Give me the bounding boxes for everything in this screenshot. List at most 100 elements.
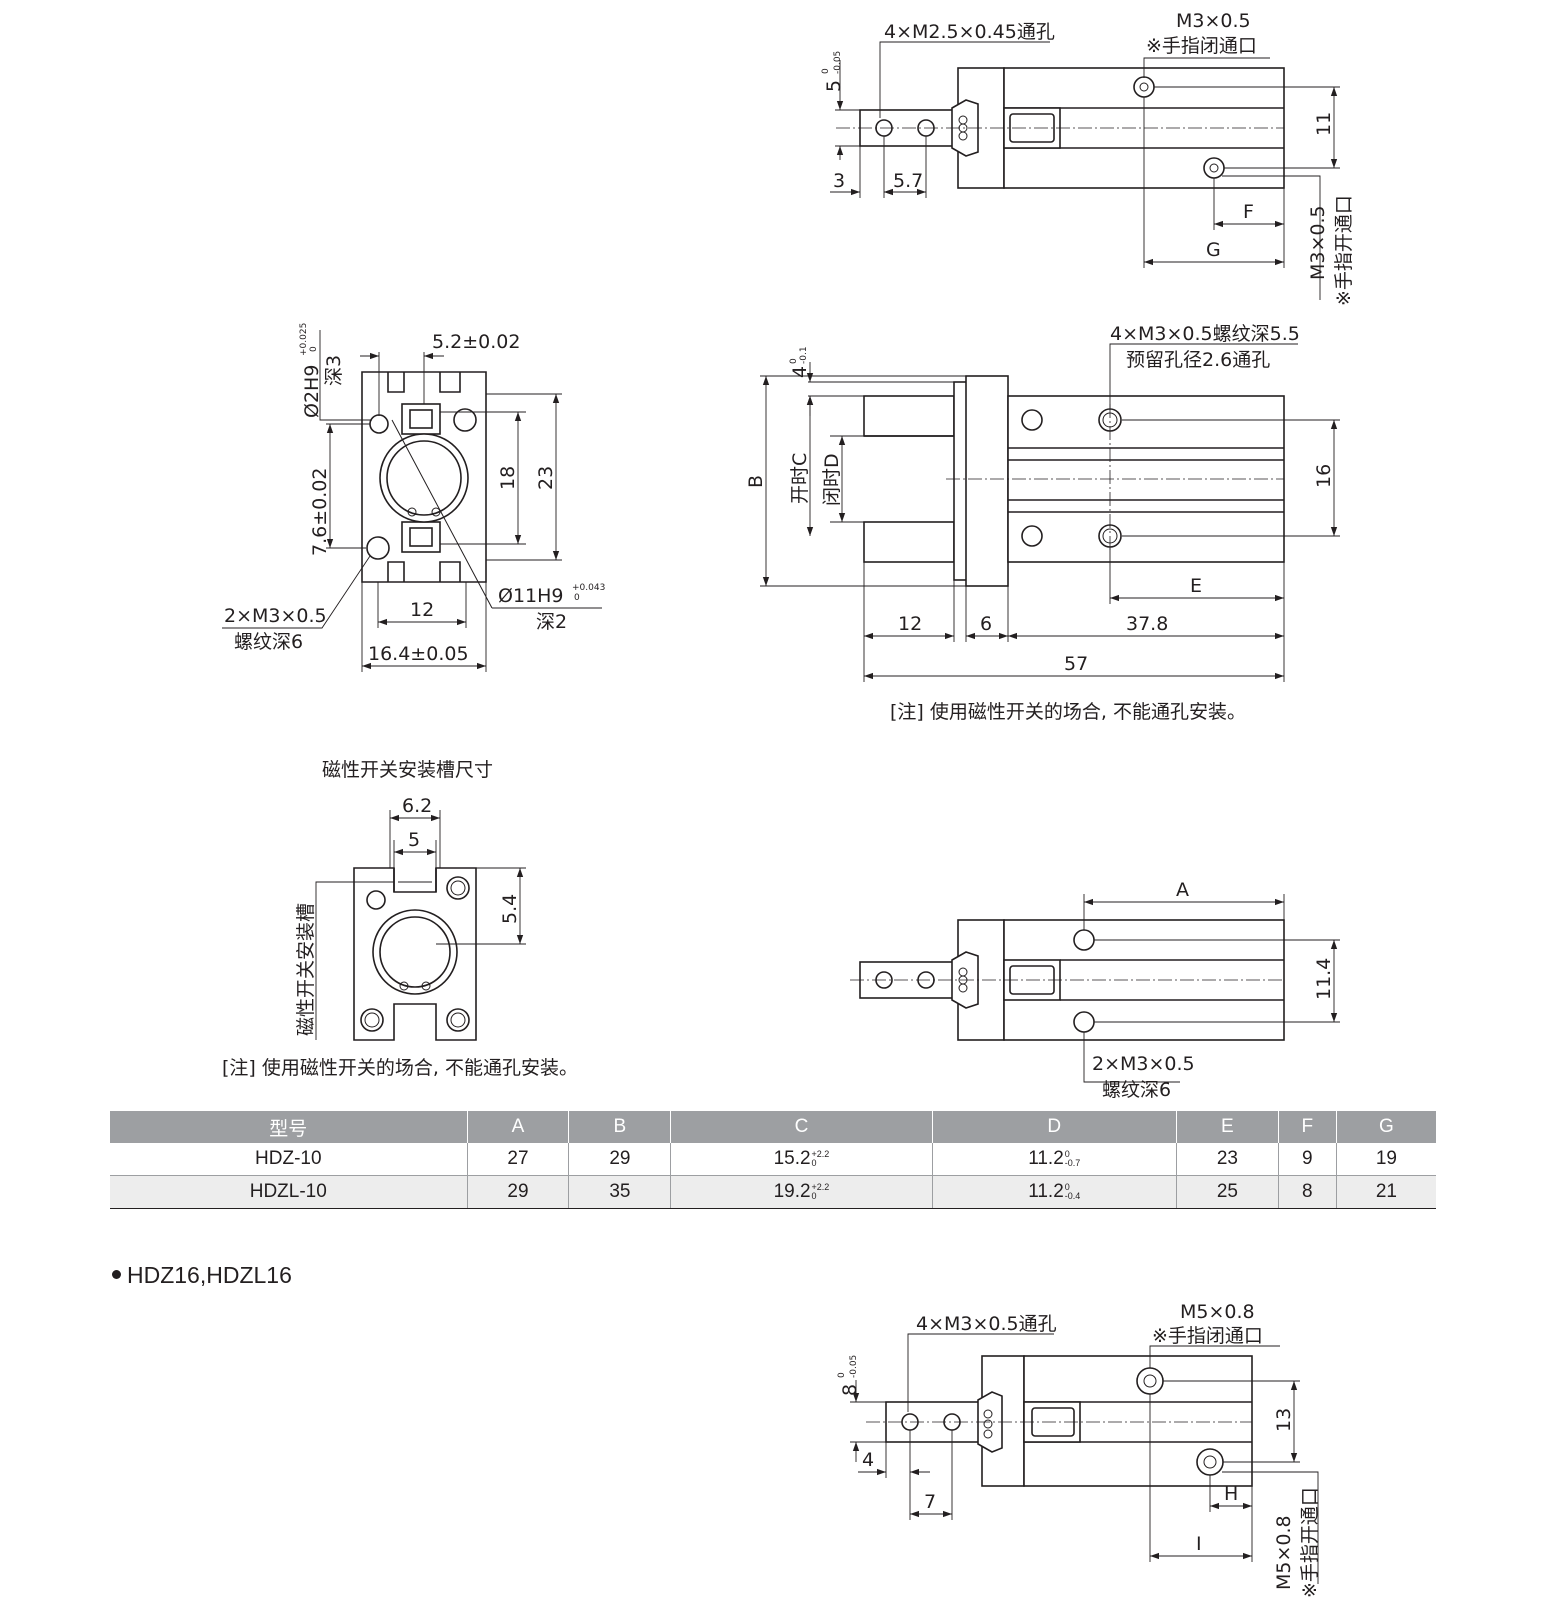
section-title: HDZ16,HDZL16: [112, 1262, 292, 1289]
cell-D-tol-up: 0: [1064, 1181, 1070, 1192]
switch-slot-title: 磁性开关安装槽尺寸: [322, 759, 493, 781]
label-port-close-thread: M3×0.5: [1176, 10, 1251, 32]
label-port-open-note: ※手指开通口: [1299, 1487, 1321, 1598]
dim-57: 57: [1064, 653, 1088, 675]
dim-16-4: 16.4±0.05: [368, 643, 469, 665]
label-close-D: 闭时D: [821, 453, 843, 506]
label-mount-thread: 2×M3×0.5: [1092, 1053, 1195, 1075]
cell-D-tol-low: -0.7: [1064, 1157, 1081, 1168]
tol-8-low: -0.05: [849, 1355, 859, 1378]
cell-G: 21: [1336, 1175, 1436, 1209]
cell-C-tol-low: 0: [811, 1190, 817, 1201]
side-view-note: [注] 使用磁性开关的场合, 不能通孔安装。: [890, 701, 1246, 723]
header-C: C: [670, 1111, 933, 1143]
dim-I: I: [1196, 1533, 1202, 1555]
dim-5-7: 5.7: [893, 170, 923, 192]
cell-model: HDZL-10: [110, 1175, 468, 1209]
cell-D-tol-up: 0: [1064, 1148, 1070, 1159]
tol-4-up: 0: [789, 358, 799, 364]
section-title-text: HDZ16,HDZL16: [127, 1262, 292, 1288]
label-pin-hole: Ø2H9: [301, 365, 323, 418]
cell-F: 8: [1278, 1175, 1337, 1209]
label-bore: Ø11H9: [498, 585, 564, 607]
label-port-close-thread: M5×0.8: [1180, 1301, 1255, 1323]
tol-4-low: -0.1: [799, 346, 809, 364]
dim-A: A: [1176, 879, 1189, 901]
dim-8: 8: [839, 1384, 861, 1396]
cell-C-tol-up: +2.2: [811, 1181, 830, 1192]
header-D: D: [932, 1111, 1177, 1143]
side-view-hdz10: 4×M3×0.5螺纹深5.5 预留孔径2.6通孔 4 0 -0.1 B 开时C …: [745, 323, 1340, 723]
dim-E: E: [1190, 575, 1202, 597]
dim-5: 5: [408, 829, 420, 851]
dim-5-4: 5.4: [499, 894, 521, 924]
label-pilot-hole: 预留孔径2.6通孔: [1126, 349, 1270, 371]
header-A: A: [467, 1111, 570, 1143]
label-mount-depth: 螺纹深6: [1102, 1079, 1171, 1101]
cell-D-value: 11.2: [1028, 1148, 1064, 1169]
dim-7: 7: [924, 1491, 936, 1513]
top-view-hdz10: 4×M2.5×0.45通孔 M3×0.5 ※手指闭通口 5 0 -0.05 3 …: [821, 10, 1355, 306]
tol-bore-up: +0.043: [572, 583, 605, 593]
tol-5-up: 0: [821, 68, 831, 74]
header-F: F: [1278, 1111, 1337, 1143]
header-model: 型号: [110, 1111, 468, 1143]
cell-A: 29: [467, 1175, 570, 1209]
switch-slot-view: 磁性开关安装槽尺寸 6.2 5 5.4 磁性开关安装槽 [注] 使用磁性开关的场…: [222, 759, 578, 1079]
tol-bore-low: 0: [574, 593, 580, 603]
dim-37-8: 37.8: [1126, 613, 1168, 635]
dim-3: 3: [833, 170, 845, 192]
dim-4: 4: [862, 1449, 874, 1471]
cell-D-tol-low: -0.4: [1064, 1190, 1081, 1201]
label-mount-thread: 2×M3×0.5: [224, 605, 327, 627]
cell-C-value: 19.2: [773, 1181, 811, 1202]
label-thru-hole: 4×M3×0.5通孔: [916, 1313, 1057, 1335]
label-thread-holes: 4×M3×0.5螺纹深5.5: [1110, 323, 1300, 345]
bottom-view-hdz10: A 11.4 2×M3×0.5 螺纹深6: [850, 879, 1340, 1101]
end-view-hdz10: 5.2±0.02 Ø2H9 +0.025 0 深3 7.6±0.02 18 23…: [222, 323, 605, 672]
dim-5: 5: [823, 80, 845, 92]
dim-23: 23: [535, 466, 557, 490]
dim-12: 12: [898, 613, 922, 635]
cell-D-value: 11.2: [1028, 1181, 1064, 1202]
dim-5-2: 5.2±0.02: [432, 331, 520, 353]
label-port-open-thread: M3×0.5: [1307, 205, 1329, 280]
label-open-C: 开时C: [789, 453, 811, 504]
tol-pin-up: +0.025: [299, 323, 309, 356]
cell-E: 23: [1176, 1143, 1279, 1176]
label-switch-slot: 磁性开关安装槽: [295, 903, 317, 1036]
cell-E: 25: [1176, 1175, 1279, 1209]
label-mount-depth: 螺纹深6: [234, 631, 303, 653]
dim-6: 6: [980, 613, 992, 635]
dim-16: 16: [1313, 464, 1335, 488]
label-port-close-note: ※手指闭通口: [1152, 1325, 1263, 1347]
dim-B: B: [745, 475, 767, 488]
dim-4: 4: [789, 366, 811, 378]
label-port-close-note: ※手指闭通口: [1146, 35, 1257, 57]
dim-H: H: [1224, 1483, 1238, 1505]
cell-A: 27: [467, 1143, 570, 1176]
dim-G: G: [1206, 239, 1221, 261]
cell-B: 29: [568, 1143, 672, 1176]
dim-11-4: 11.4: [1313, 958, 1335, 1000]
bullet-icon: [112, 1270, 121, 1280]
dim-F: F: [1243, 201, 1254, 223]
header-E: E: [1176, 1111, 1279, 1143]
top-view-hdz16: 4×M3×0.5通孔 M5×0.8 ※手指闭通口 8 0 -0.05 4 7 1…: [837, 1301, 1321, 1598]
dim-6-2: 6.2: [402, 795, 432, 817]
label-bore-depth: 深2: [536, 611, 567, 633]
header-G: G: [1336, 1111, 1436, 1143]
cell-F: 9: [1278, 1143, 1337, 1176]
tol-8-up: 0: [837, 1372, 847, 1378]
dim-7-6: 7.6±0.02: [309, 468, 331, 556]
label-pin-depth: 深3: [323, 355, 345, 386]
cell-B: 35: [568, 1175, 672, 1209]
dim-18: 18: [497, 466, 519, 490]
cell-C-value: 15.2: [773, 1148, 811, 1169]
